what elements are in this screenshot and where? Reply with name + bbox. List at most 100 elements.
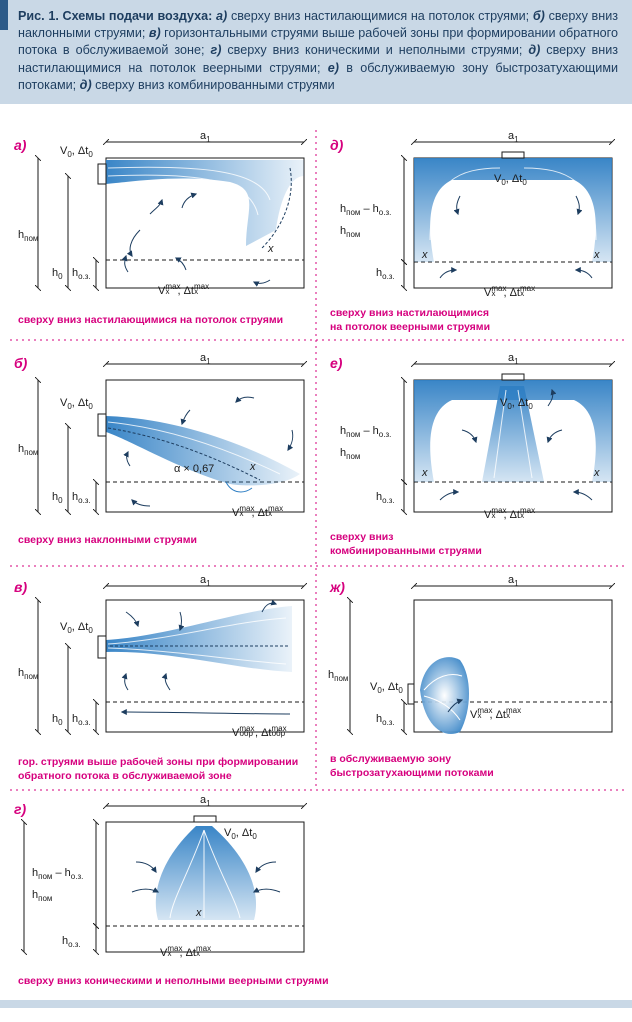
caption-item-d: д) сверху вниз настилающимися на потолок… <box>18 43 619 75</box>
svg-text:hпом – hо.з.: hпом – hо.з. <box>340 203 391 217</box>
svg-text:hпом: hпом <box>328 669 348 683</box>
svg-text:hо.з.: hо.з. <box>62 935 81 949</box>
svg-text:a1: a1 <box>508 130 519 144</box>
caption-item-e: е) в обслуживаемую зону быстрозатухающим… <box>18 60 619 92</box>
svg-text:hпом: hпом <box>340 447 360 461</box>
svg-text:hпом: hпом <box>18 229 38 243</box>
panel-zh-diffuser <box>407 683 415 705</box>
svg-text:h0: h0 <box>52 491 63 505</box>
svg-text:a1: a1 <box>508 352 519 366</box>
svg-text:x: x <box>195 907 202 919</box>
svg-text:α × 0,67: α × 0,67 <box>174 463 214 475</box>
panel-d-letter: д) <box>330 137 344 153</box>
panel-a-room <box>105 157 305 289</box>
svg-text:на потолок веерными струями: на потолок веерными струями <box>330 321 490 333</box>
svg-text:a1: a1 <box>200 130 211 144</box>
svg-text:сверху вниз коническими и непо: сверху вниз коническими и неполными веер… <box>18 975 329 987</box>
panel-a-diffuser <box>97 163 107 185</box>
panel-d: д) a1 V0, Δt0 hпом – hо.з. hпом hо.з. x … <box>330 130 612 333</box>
svg-text:hпом: hпом <box>18 443 38 457</box>
svg-text:V0, Δt0: V0, Δt0 <box>224 827 257 841</box>
caption-item-v: в) горизонтальными струями выше рабочей … <box>18 26 618 58</box>
panel-e-diffuser <box>501 373 525 381</box>
panel-e: е) a1 V0, Δt0 hпом – hо.з. hпом hо.з. x … <box>330 352 612 557</box>
svg-text:hо.з.: hо.з. <box>376 491 395 505</box>
svg-text:x: x <box>421 467 428 479</box>
svg-text:сверху вниз наклонными струями: сверху вниз наклонными струями <box>18 534 197 546</box>
panel-v-room <box>105 599 305 733</box>
panel-e-letter: е) <box>330 355 343 371</box>
panel-zh-jet <box>420 657 469 735</box>
svg-text:x: x <box>593 249 600 261</box>
panel-a-jet <box>106 160 304 246</box>
caption-title: Рис. 1. Схемы подачи воздуха: <box>18 9 213 23</box>
panel-v-diffuser <box>97 635 107 659</box>
svg-text:x: x <box>421 249 428 261</box>
caption-item-g: г) сверху вниз коническими и неполными с… <box>210 43 523 58</box>
caption-accent-bar <box>0 0 8 30</box>
svg-text:x: x <box>249 461 256 473</box>
panel-g-letter: г) <box>14 801 26 817</box>
svg-text:hо.з.: hо.з. <box>376 267 395 281</box>
panel-b: б) a1 V0, Δt0 hпом h0 hо.з. α × 0,67 x V… <box>14 352 304 546</box>
svg-text:сверху вниз настилающимися: сверху вниз настилающимися <box>330 307 489 319</box>
panel-a-caption: сверху вниз настилающимися на потолок ст… <box>18 314 283 326</box>
panel-b-jet <box>106 416 300 486</box>
svg-text:x: x <box>593 467 600 479</box>
svg-text:a1: a1 <box>508 574 519 588</box>
panel-zh-letter: ж) <box>329 579 345 595</box>
figure-caption: Рис. 1. Схемы подачи воздуха: а) сверху … <box>0 0 632 104</box>
svg-text:hпом: hпом <box>18 667 38 681</box>
caption-item-a: а) сверху вниз настилающимися на потолок… <box>216 9 530 23</box>
panel-v-letter: в) <box>14 579 27 595</box>
svg-text:гор. струями выше рабочей зоны: гор. струями выше рабочей зоны при форми… <box>18 756 298 768</box>
svg-text:hпом: hпом <box>340 225 360 239</box>
svg-text:hо.з.: hо.з. <box>376 713 395 727</box>
svg-text:a1: a1 <box>200 352 211 366</box>
panel-b-diffuser <box>97 413 107 437</box>
svg-text:h0: h0 <box>52 713 63 727</box>
panel-b-room <box>105 379 305 513</box>
svg-text:h0: h0 <box>52 267 63 281</box>
svg-text:V0, Δt0: V0, Δt0 <box>370 681 403 695</box>
panel-b-letter: б) <box>14 355 28 371</box>
svg-text:V0, Δt0: V0, Δt0 <box>494 173 527 187</box>
svg-text:hпом – hо.з.: hпом – hо.з. <box>340 425 391 439</box>
panel-a-v0: V0, Δt0 <box>60 145 93 159</box>
svg-text:hпом: hпом <box>32 889 52 903</box>
svg-text:hо.з.: hо.з. <box>72 267 91 281</box>
svg-text:hпом – hо.з.: hпом – hо.з. <box>32 867 83 881</box>
svg-text:обратного потока в обслуживаем: обратного потока в обслуживаемой зоне <box>18 770 232 782</box>
panel-d-jet <box>414 158 612 262</box>
bottom-rule <box>0 1000 632 1008</box>
caption-item-b: б) сверху вниз наклонными струями; <box>18 9 619 41</box>
svg-text:в обслуживаемую зону: в обслуживаемую зону <box>330 753 451 765</box>
svg-text:hо.з.: hо.з. <box>72 491 91 505</box>
svg-text:a1: a1 <box>200 794 211 808</box>
svg-text:комбинированными струями: комбинированными струями <box>330 545 482 557</box>
svg-text:x: x <box>267 243 274 255</box>
panel-zh-room <box>413 599 613 733</box>
panel-a-letter: а) <box>14 137 27 153</box>
svg-text:V0, Δt0: V0, Δt0 <box>60 397 93 411</box>
panel-g: г) a1 V0, Δt0 hпом – hо.з. hпом hо.з. x … <box>14 794 329 987</box>
svg-text:hо.з.: hо.з. <box>72 713 91 727</box>
svg-text:V0, Δt0: V0, Δt0 <box>500 397 533 411</box>
panel-g-diffuser <box>193 815 217 823</box>
caption-item-d2: д) сверху вниз комбинированными струями <box>79 77 335 92</box>
panel-g-jet <box>155 826 257 920</box>
svg-text:быстрозатухающими потоками: быстрозатухающими потоками <box>330 767 494 779</box>
svg-text:сверху вниз: сверху вниз <box>330 531 393 543</box>
svg-text:V0, Δt0: V0, Δt0 <box>60 621 93 635</box>
